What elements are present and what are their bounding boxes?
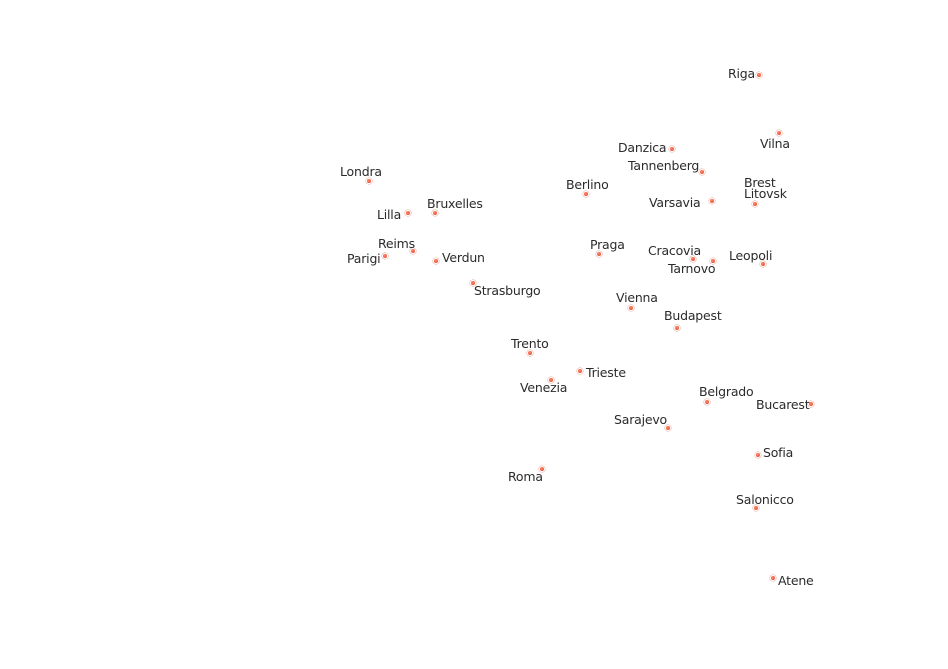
city-label-varsavia: Varsavia <box>649 195 701 210</box>
city-marker-praga <box>596 251 602 257</box>
city-marker-vienna <box>628 305 634 311</box>
city-label-reims: Reims <box>378 236 415 251</box>
city-marker-cracovia <box>690 256 696 262</box>
city-label-londra: Londra <box>340 164 382 179</box>
city-label-tannenberg: Tannenberg <box>628 158 700 173</box>
city-marker-vilna <box>776 130 782 136</box>
city-label-bruxelles: Bruxelles <box>427 196 483 211</box>
city-marker-danzica <box>669 146 675 152</box>
city-label-cracovia: Cracovia <box>648 243 701 258</box>
city-marker-lilla <box>405 210 411 216</box>
city-marker-verdun <box>433 258 439 264</box>
city-label-praga: Praga <box>590 237 625 252</box>
city-label-sarajevo: Sarajevo <box>614 412 668 427</box>
city-marker-trento <box>527 350 533 356</box>
city-label-brest-litovsk: Brest Litovsk <box>744 175 787 201</box>
city-label-parigi: Parigi <box>347 251 381 266</box>
city-label-venezia: Venezia <box>520 380 568 395</box>
city-marker-trieste <box>577 368 583 374</box>
city-label-trieste: Trieste <box>586 365 626 380</box>
city-label-vienna: Vienna <box>616 290 658 305</box>
city-marker-atene <box>770 575 776 581</box>
city-marker-parigi <box>382 253 388 259</box>
city-marker-venezia <box>548 377 554 383</box>
city-label-vilna: Vilna <box>760 136 790 151</box>
city-marker-tarnovo <box>710 258 716 264</box>
city-marker-bruxelles <box>432 210 438 216</box>
city-label-atene: Atene <box>778 573 814 588</box>
city-label-belgrado: Belgrado <box>699 384 754 399</box>
city-label-berlino: Berlino <box>566 177 609 192</box>
city-marker-brest-litovsk <box>752 201 758 207</box>
city-marker-reims <box>410 248 416 254</box>
city-label-lilla: Lilla <box>377 207 402 222</box>
city-label-budapest: Budapest <box>664 308 722 323</box>
city-marker-belgrado <box>704 399 710 405</box>
city-marker-londra <box>366 178 372 184</box>
city-label-verdun: Verdun <box>442 250 485 265</box>
city-marker-sarajevo <box>665 425 671 431</box>
city-marker-bucarest <box>808 401 814 407</box>
city-marker-varsavia <box>709 198 715 204</box>
city-label-salonicco: Salonicco <box>736 492 794 507</box>
city-marker-sofia <box>755 452 761 458</box>
city-label-roma: Roma <box>508 469 543 484</box>
city-label-bucarest: Bucarest <box>756 397 810 412</box>
city-marker-budapest <box>674 325 680 331</box>
city-label-danzica: Danzica <box>618 140 667 155</box>
city-label-strasburgo: Strasburgo <box>474 283 541 298</box>
city-marker-salonicco <box>753 505 759 511</box>
city-marker-riga <box>756 72 762 78</box>
city-label-riga: Riga <box>728 66 755 81</box>
city-marker-berlino <box>583 191 589 197</box>
city-marker-leopoli <box>760 261 766 267</box>
city-marker-roma <box>539 466 545 472</box>
city-label-tarnovo: Tarnovo <box>668 261 716 276</box>
city-marker-tannenberg <box>699 169 705 175</box>
city-label-trento: Trento <box>511 336 549 351</box>
city-label-sofia: Sofia <box>763 445 794 460</box>
city-marker-strasburgo <box>470 280 476 286</box>
city-label-leopoli: Leopoli <box>729 248 773 263</box>
